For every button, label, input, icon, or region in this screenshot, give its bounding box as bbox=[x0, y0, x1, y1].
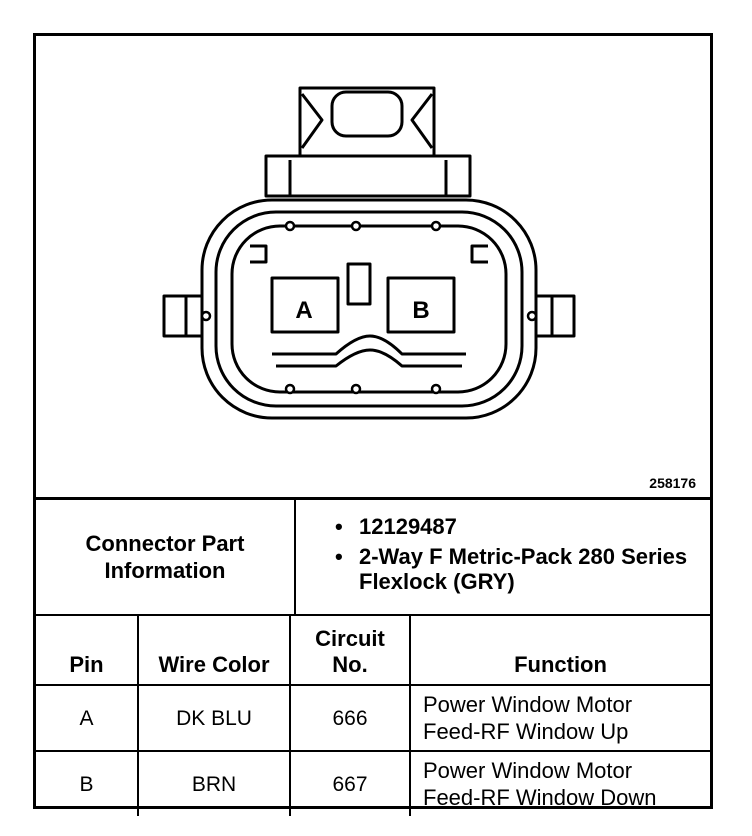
connector-info-label: Connector Part Information bbox=[36, 500, 296, 614]
table-header-row: Pin Wire Color Circuit No. Function bbox=[36, 616, 710, 686]
connector-info-item: • 12129487 bbox=[331, 514, 701, 539]
table-row: B BRN 667 Power Window Motor Feed-RF Win… bbox=[36, 751, 710, 816]
table-row: A DK BLU 666 Power Window Motor Feed-RF … bbox=[36, 685, 710, 752]
header-pin: Pin bbox=[36, 616, 139, 686]
cavity-label-b: B bbox=[412, 297, 429, 324]
cell-wire-color: DK BLU bbox=[138, 685, 291, 752]
connector-info-item: • 2-Way F Metric-Pack 280 Series Flexloc… bbox=[331, 544, 701, 594]
header-wire-color: Wire Color bbox=[138, 616, 291, 686]
cell-wire-color: BRN bbox=[138, 751, 291, 816]
diagram-frame: A B 258176 Connector Part Information • … bbox=[33, 33, 713, 816]
header-function: Function bbox=[410, 616, 710, 686]
connector-info-row: Connector Part Information • 12129487 • … bbox=[36, 500, 710, 616]
pinout-table: Pin Wire Color Circuit No. Function A DK… bbox=[36, 616, 710, 816]
function-line-1: Power Window Motor bbox=[423, 692, 633, 717]
cell-circuit-no: 667 bbox=[290, 751, 411, 816]
connector-info-list: • 12129487 • 2-Way F Metric-Pack 280 Ser… bbox=[331, 514, 701, 599]
function-line-1: Power Window Motor bbox=[423, 758, 633, 783]
function-line-2: Feed-RF Window Up bbox=[423, 719, 629, 744]
part-number: 12129487 bbox=[359, 514, 457, 539]
cell-circuit-no: 666 bbox=[290, 685, 411, 752]
bullet-icon: • bbox=[335, 514, 343, 539]
figure-id: 258176 bbox=[649, 475, 696, 491]
connector-illustration: A B bbox=[162, 86, 576, 420]
cell-function: Power Window Motor Feed-RF Window Up bbox=[410, 685, 710, 752]
cell-pin: B bbox=[36, 751, 139, 816]
connector-info-label-text: Connector Part Information bbox=[85, 531, 245, 583]
connector-drawing: A B 258176 bbox=[36, 36, 710, 500]
cell-function: Power Window Motor Feed-RF Window Down bbox=[410, 751, 710, 816]
header-circuit-no: Circuit No. bbox=[290, 616, 411, 686]
connector-description: 2-Way F Metric-Pack 280 Series Flexlock … bbox=[359, 544, 688, 594]
header-circuit-no-text: Circuit No. bbox=[315, 626, 385, 677]
function-line-2: Feed-RF Window Down bbox=[423, 785, 657, 810]
cell-pin: A bbox=[36, 685, 139, 752]
cavity-label-a: A bbox=[295, 297, 312, 324]
bullet-icon: • bbox=[335, 544, 343, 569]
